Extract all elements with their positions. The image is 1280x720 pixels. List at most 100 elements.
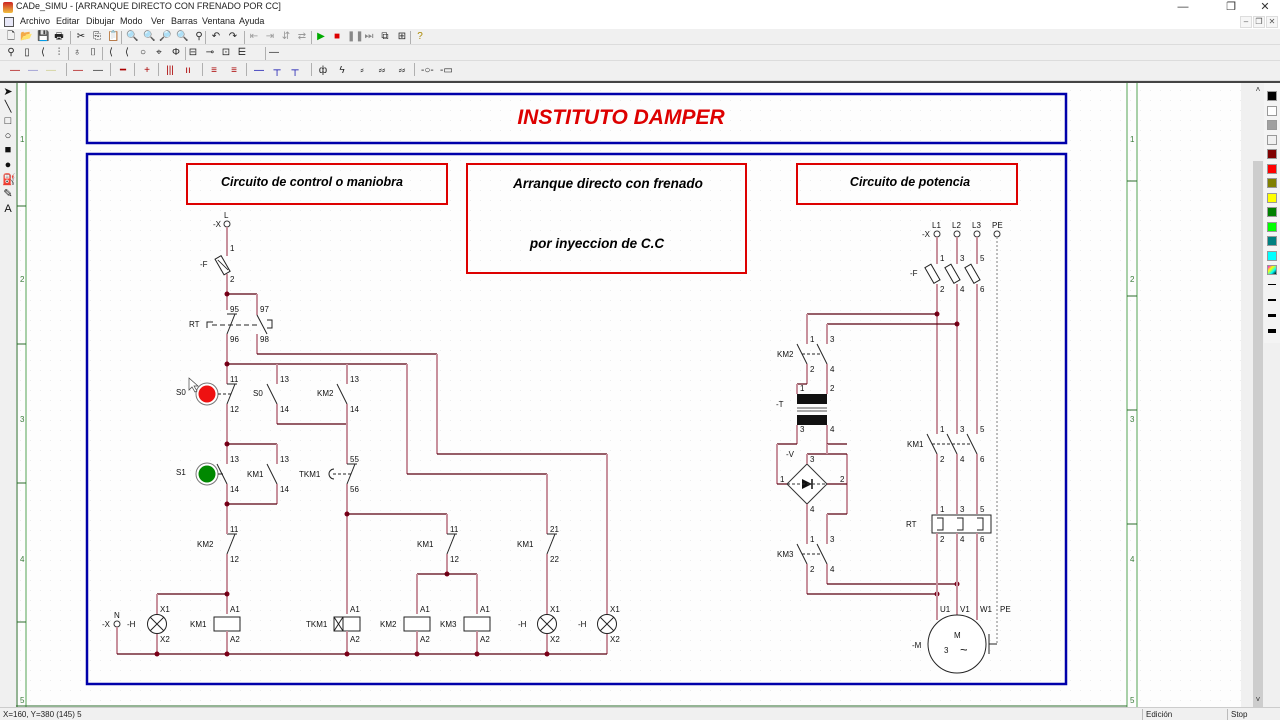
menu-ventana[interactable]: Ventana xyxy=(202,16,236,26)
menu-ver[interactable]: Ver xyxy=(151,16,165,26)
color-swatch[interactable] xyxy=(1267,91,1277,101)
thermal-relay-contact[interactable]: RT 95 96 97 98 xyxy=(189,305,273,344)
wire-thick-icon[interactable]: ━ xyxy=(119,65,127,76)
open-folder-icon[interactable]: 📂 xyxy=(20,31,33,42)
redo-icon[interactable]: ↷ xyxy=(228,31,238,42)
terminal-pair-icon[interactable]: ⸗ xyxy=(360,65,364,76)
menu-ayuda[interactable]: Ayuda xyxy=(239,16,265,26)
relay-icon[interactable]: ⊟ xyxy=(188,47,198,58)
pen-color-icon[interactable]: ✎ xyxy=(3,188,13,201)
terminal2-icon[interactable]: ϟ xyxy=(339,65,345,76)
lamp-h3[interactable]: -H X1 X2 xyxy=(578,605,620,644)
document-icon[interactable] xyxy=(4,17,14,27)
line-width-thicker[interactable] xyxy=(1268,329,1276,333)
sensor-icon[interactable]: ⊸ xyxy=(205,47,215,58)
terminal-open-icon[interactable]: -○- xyxy=(421,65,434,76)
terminal-quad-icon[interactable]: ⸗⸗ xyxy=(398,65,406,76)
mdi-close-button[interactable]: ✕ xyxy=(1266,16,1278,28)
connector-icon[interactable]: ⋿ xyxy=(237,47,247,58)
bus-branch-icon[interactable]: ≡ xyxy=(231,65,237,76)
rectangle-tool-icon[interactable]: □ xyxy=(4,115,12,128)
coil-icon[interactable]: ⌷ xyxy=(90,47,96,58)
align-right-icon[interactable]: ⇥ xyxy=(265,31,275,42)
schematic-svg[interactable]: 1 2 3 4 5 1 2 3 4 5 INSTITUTO DAMPER Cir… xyxy=(16,83,1241,707)
scroll-down-icon[interactable]: ˅ xyxy=(1255,695,1261,704)
fuse-icon[interactable]: ▯ xyxy=(24,47,30,58)
timer-icon[interactable]: Φ xyxy=(172,47,180,58)
menu-archivo[interactable]: Archivo xyxy=(20,16,51,26)
s0-aux-contact[interactable]: S0 13 14 xyxy=(253,375,289,414)
power-supply-terminals[interactable]: -X L1 L2 L3 PE xyxy=(922,221,1003,239)
zoom-previous-icon[interactable]: ⚲ xyxy=(195,31,203,42)
wire-yellow-icon[interactable]: — xyxy=(46,65,56,76)
align-left-icon[interactable]: ⇤ xyxy=(249,31,259,42)
menu-dibujar[interactable]: Dibujar xyxy=(86,16,115,26)
paste-icon[interactable]: 📋 xyxy=(107,31,120,42)
undo-icon[interactable]: ↶ xyxy=(211,31,221,42)
lamp-h1[interactable]: -H X1 X2 xyxy=(127,605,170,644)
km1-interlock-contact-a[interactable]: KM1 11 12 xyxy=(417,525,459,564)
color-swatch[interactable] xyxy=(1267,178,1277,188)
close-button[interactable]: ✕ xyxy=(1260,1,1270,13)
motor-icon[interactable]: ♁ xyxy=(73,47,81,58)
color-swatch[interactable] xyxy=(1267,105,1277,116)
wire-triple-icon[interactable]: ||| xyxy=(166,65,174,76)
mdi-minimize-button[interactable]: – xyxy=(1240,16,1252,28)
coil-km3[interactable]: KM3 A1 A2 xyxy=(440,605,491,644)
print-icon[interactable]: 🖶 xyxy=(54,31,64,42)
km1-interlock-contact-b[interactable]: KM1 21 22 xyxy=(517,525,559,564)
wire-dark-red-icon[interactable]: — xyxy=(73,65,83,76)
text-tool-icon[interactable]: A xyxy=(4,202,12,215)
plc-icon[interactable]: ⊡ xyxy=(221,47,231,58)
coil-km1[interactable]: KM1 A1 A2 xyxy=(190,605,241,644)
scrollbar-thumb[interactable] xyxy=(1253,161,1263,719)
mdi-restore-button[interactable]: ❐ xyxy=(1253,16,1265,28)
color-swatch[interactable] xyxy=(1267,192,1277,203)
color-swatch[interactable] xyxy=(1267,207,1277,217)
wire-t-blue-icon[interactable]: ┬ xyxy=(273,65,281,76)
timer-contact-tkm1[interactable]: TKM1 55 56 xyxy=(299,455,359,494)
line-width-thin[interactable] xyxy=(1268,284,1276,285)
color-swatch[interactable] xyxy=(1267,120,1277,130)
zoom-in-icon[interactable]: 🔍 xyxy=(126,31,139,42)
km1-aux-contact[interactable]: KM1 13 14 xyxy=(247,455,289,494)
save-icon[interactable]: 💾 xyxy=(37,31,50,42)
contact-no-icon[interactable]: ⟨ xyxy=(109,47,113,58)
zoom-fit-icon[interactable]: 🔍 xyxy=(176,31,189,42)
step-icon[interactable]: ⏭ xyxy=(364,31,374,42)
km2-interlock-contact[interactable]: KM2 11 12 xyxy=(197,525,239,564)
motor-m[interactable]: -M M 3 ~ U1 V1 W1 PE xyxy=(912,605,1011,674)
terminal-triple-icon[interactable]: ⸗⸗ xyxy=(378,65,386,76)
filled-ellipse-tool-icon[interactable]: ● xyxy=(4,159,12,171)
wire-t2-blue-icon[interactable]: ┬ xyxy=(291,65,299,76)
power-contactor-km3[interactable]: KM3 1 3 2 4 xyxy=(777,535,835,574)
wire-black-icon[interactable]: — xyxy=(93,65,103,76)
stop-button-s0[interactable]: S0 11 12 xyxy=(176,375,239,414)
pointer-icon[interactable]: ➤ xyxy=(3,86,13,98)
start-button-s1[interactable]: S1 13 14 xyxy=(176,455,239,494)
wire-h-blue-icon[interactable]: — xyxy=(254,65,264,76)
window-icon[interactable]: ⧉ xyxy=(381,31,389,42)
wire-bus-icon[interactable]: ıı xyxy=(185,65,191,76)
pause-icon[interactable]: ❚❚ xyxy=(347,31,364,42)
line-width-medium[interactable] xyxy=(1268,299,1276,301)
stop-icon[interactable]: ■ xyxy=(333,31,341,42)
wire-cross-icon[interactable]: + xyxy=(144,65,150,76)
menu-barras[interactable]: Barras xyxy=(171,16,198,26)
color-swatch[interactable] xyxy=(1267,149,1277,159)
cut-icon[interactable]: ✂ xyxy=(76,31,86,42)
line-width-thick[interactable] xyxy=(1268,314,1276,317)
power-contactor-km1[interactable]: KM1 1 3 5 2 4 6 xyxy=(907,425,985,464)
menu-modo[interactable]: Modo xyxy=(120,16,143,26)
bus-horizontal-icon[interactable]: ≡ xyxy=(211,65,217,76)
minimize-button[interactable]: — xyxy=(1177,1,1189,13)
line-icon[interactable]: — xyxy=(269,47,279,58)
coil-tkm1[interactable]: TKM1 A1 A2 xyxy=(306,605,361,644)
help-icon[interactable]: ? xyxy=(417,31,423,42)
coil-km2[interactable]: KM2 A1 A2 xyxy=(380,605,431,644)
drawing-sheet[interactable]: 1 2 3 4 5 1 2 3 4 5 INSTITUTO DAMPER Cir… xyxy=(16,83,1241,707)
wire-red-icon[interactable]: — xyxy=(10,65,20,76)
color-swatch[interactable] xyxy=(1267,236,1277,246)
rectifier-v[interactable]: -V 1 2 3 4 xyxy=(780,450,845,514)
lamp-h2[interactable]: -H X1 X2 xyxy=(518,605,560,644)
